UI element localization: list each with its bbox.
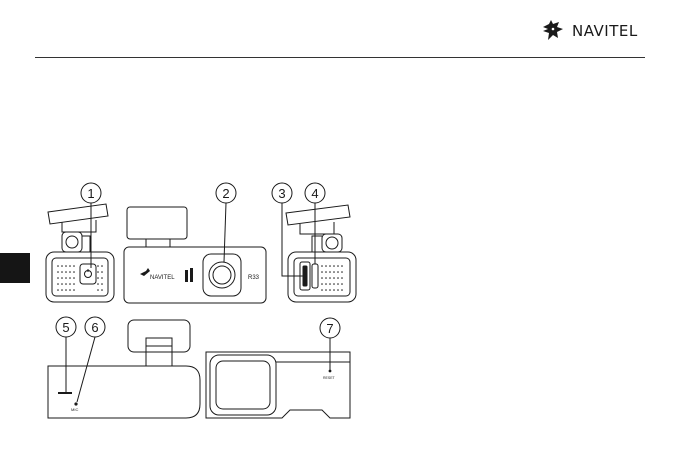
device-side-view-left: [46, 204, 114, 302]
callout-2-number: 2: [222, 186, 229, 201]
callout-5-number: 5: [62, 320, 69, 335]
device-brand-label: NAVITEL: [150, 275, 175, 281]
device-front-view: [124, 207, 266, 303]
device-top-view: [206, 352, 350, 418]
callout-3-number: 3: [278, 186, 285, 201]
callout-7-number: 7: [326, 321, 333, 336]
device-side-view-right: [286, 205, 356, 302]
mic-label: MIC: [71, 407, 78, 412]
callout-4-number: 4: [311, 186, 318, 201]
reset-label: RESET: [323, 376, 336, 380]
device-rear-view: [48, 320, 200, 418]
device-model-label: R33: [248, 275, 260, 281]
callout-1-number: 1: [87, 186, 94, 201]
callout-6-number: 6: [91, 320, 98, 335]
